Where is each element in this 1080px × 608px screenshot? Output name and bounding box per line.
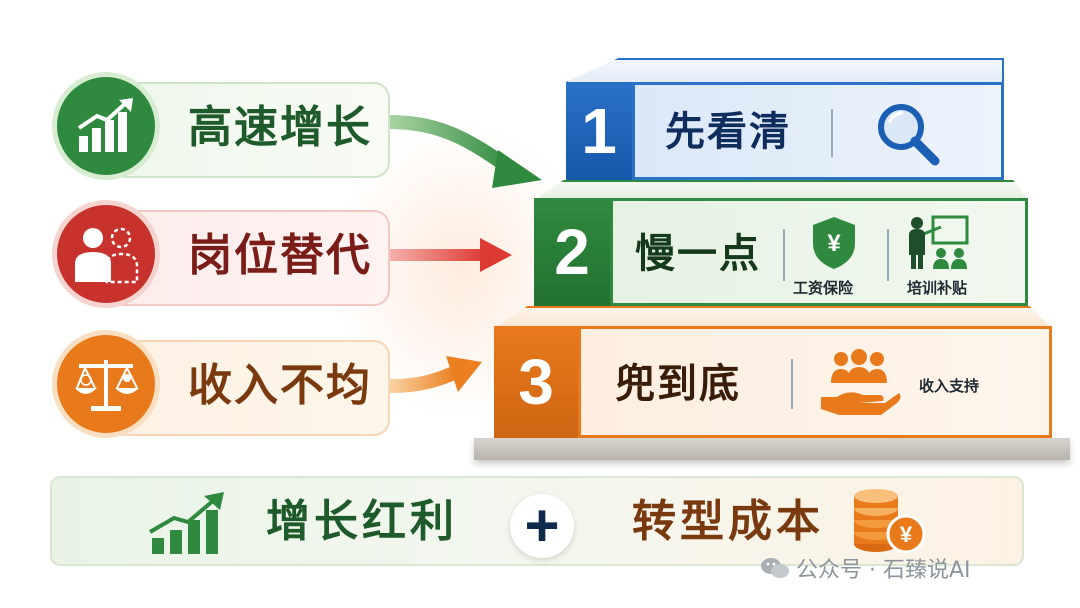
step-1: 1 先看清 bbox=[566, 82, 1004, 180]
step-2: 2 慢一点 ¥ 工资保险 培训补贴 bbox=[534, 198, 1028, 306]
magnifier-icon bbox=[875, 101, 941, 171]
growth-chart-icon bbox=[52, 72, 160, 180]
arrow-growth bbox=[383, 115, 542, 188]
divider bbox=[791, 359, 793, 409]
divider bbox=[783, 229, 785, 281]
banner-left-text: 增长红利 bbox=[266, 496, 458, 547]
person-replacement-icon bbox=[52, 200, 160, 308]
arrow-replacement bbox=[388, 238, 512, 272]
watermark: 公众号 · 石臻说AI bbox=[760, 552, 971, 586]
step-number: 3 bbox=[494, 326, 578, 438]
step-1-top-face bbox=[566, 58, 1004, 82]
step-number: 2 bbox=[534, 198, 610, 306]
step-panel: 兜到底 收入支持 bbox=[578, 326, 1052, 438]
hand-people-icon bbox=[819, 349, 901, 423]
svg-text:¥: ¥ bbox=[827, 230, 841, 257]
arrow-income bbox=[385, 356, 482, 393]
factor-growth: 高速增长 bbox=[52, 72, 390, 180]
step-2-top-face bbox=[534, 180, 1028, 200]
coin-stack-icon: ¥ bbox=[850, 488, 930, 562]
step-panel: 先看清 bbox=[632, 82, 1004, 180]
feature-label: 培训补贴 bbox=[907, 279, 968, 297]
step-3-top-face bbox=[494, 306, 1052, 328]
shield-yen-icon: ¥ bbox=[809, 215, 859, 275]
svg-text:¥: ¥ bbox=[900, 522, 913, 547]
training-board-icon bbox=[907, 215, 971, 275]
factor-label: 收入不均 bbox=[188, 360, 372, 411]
step-panel: 慢一点 ¥ 工资保险 培训补贴 bbox=[610, 198, 1028, 306]
factor-label: 高速增长 bbox=[188, 102, 372, 153]
growth-chart-icon bbox=[148, 492, 230, 560]
divider bbox=[887, 229, 889, 281]
feature-label: 收入支持 bbox=[919, 377, 980, 395]
step-title: 慢一点 bbox=[635, 231, 761, 277]
factor-label: 岗位替代 bbox=[188, 230, 372, 281]
step-title: 先看清 bbox=[665, 109, 791, 155]
watermark-text: 公众号 · 石臻说AI bbox=[796, 558, 971, 583]
feature-label: 工资保险 bbox=[793, 279, 854, 297]
staircase-base bbox=[474, 438, 1070, 460]
factor-replacement: 岗位替代 bbox=[52, 200, 390, 308]
divider bbox=[831, 109, 833, 157]
plus-sign: + bbox=[510, 494, 574, 558]
wechat-icon bbox=[760, 556, 790, 586]
step-title: 兜到底 bbox=[615, 361, 741, 407]
banner-right-text: 转型成本 bbox=[632, 496, 824, 547]
factor-income: 收入不均 bbox=[52, 330, 390, 438]
step-number: 1 bbox=[566, 82, 632, 180]
scale-balance-icon bbox=[52, 330, 160, 438]
step-3: 3 兜到底 收入支持 bbox=[494, 326, 1052, 438]
